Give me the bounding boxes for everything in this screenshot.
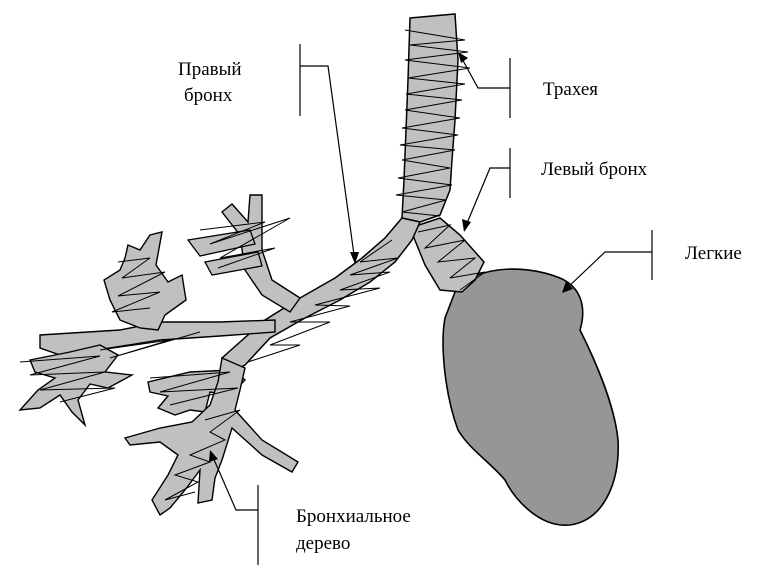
label-bronchial-tree-line1: Бронхиальное [296,505,411,529]
upper-left-cluster [104,232,186,330]
lung-shape [443,269,618,525]
label-right-bronchus-line2: бронх [184,84,232,108]
upper-branch-shape [222,195,300,312]
leader-left-bronchus [465,148,510,228]
leader-bronchial-tree [212,455,258,565]
label-trachea: Трахея [543,78,598,102]
leader-trachea [460,55,510,118]
leader-lungs [565,230,652,290]
arrowhead-left-bronchus [462,219,471,232]
label-bronchial-tree-line2: дерево [296,532,350,556]
label-right-bronchus-line1: Правый [178,58,242,82]
arrowhead-trachea [458,52,468,63]
label-lungs: Легкие [685,242,742,266]
leader-right-bronchus [300,44,355,262]
label-left-bronchus: Левый бронх [541,158,647,182]
